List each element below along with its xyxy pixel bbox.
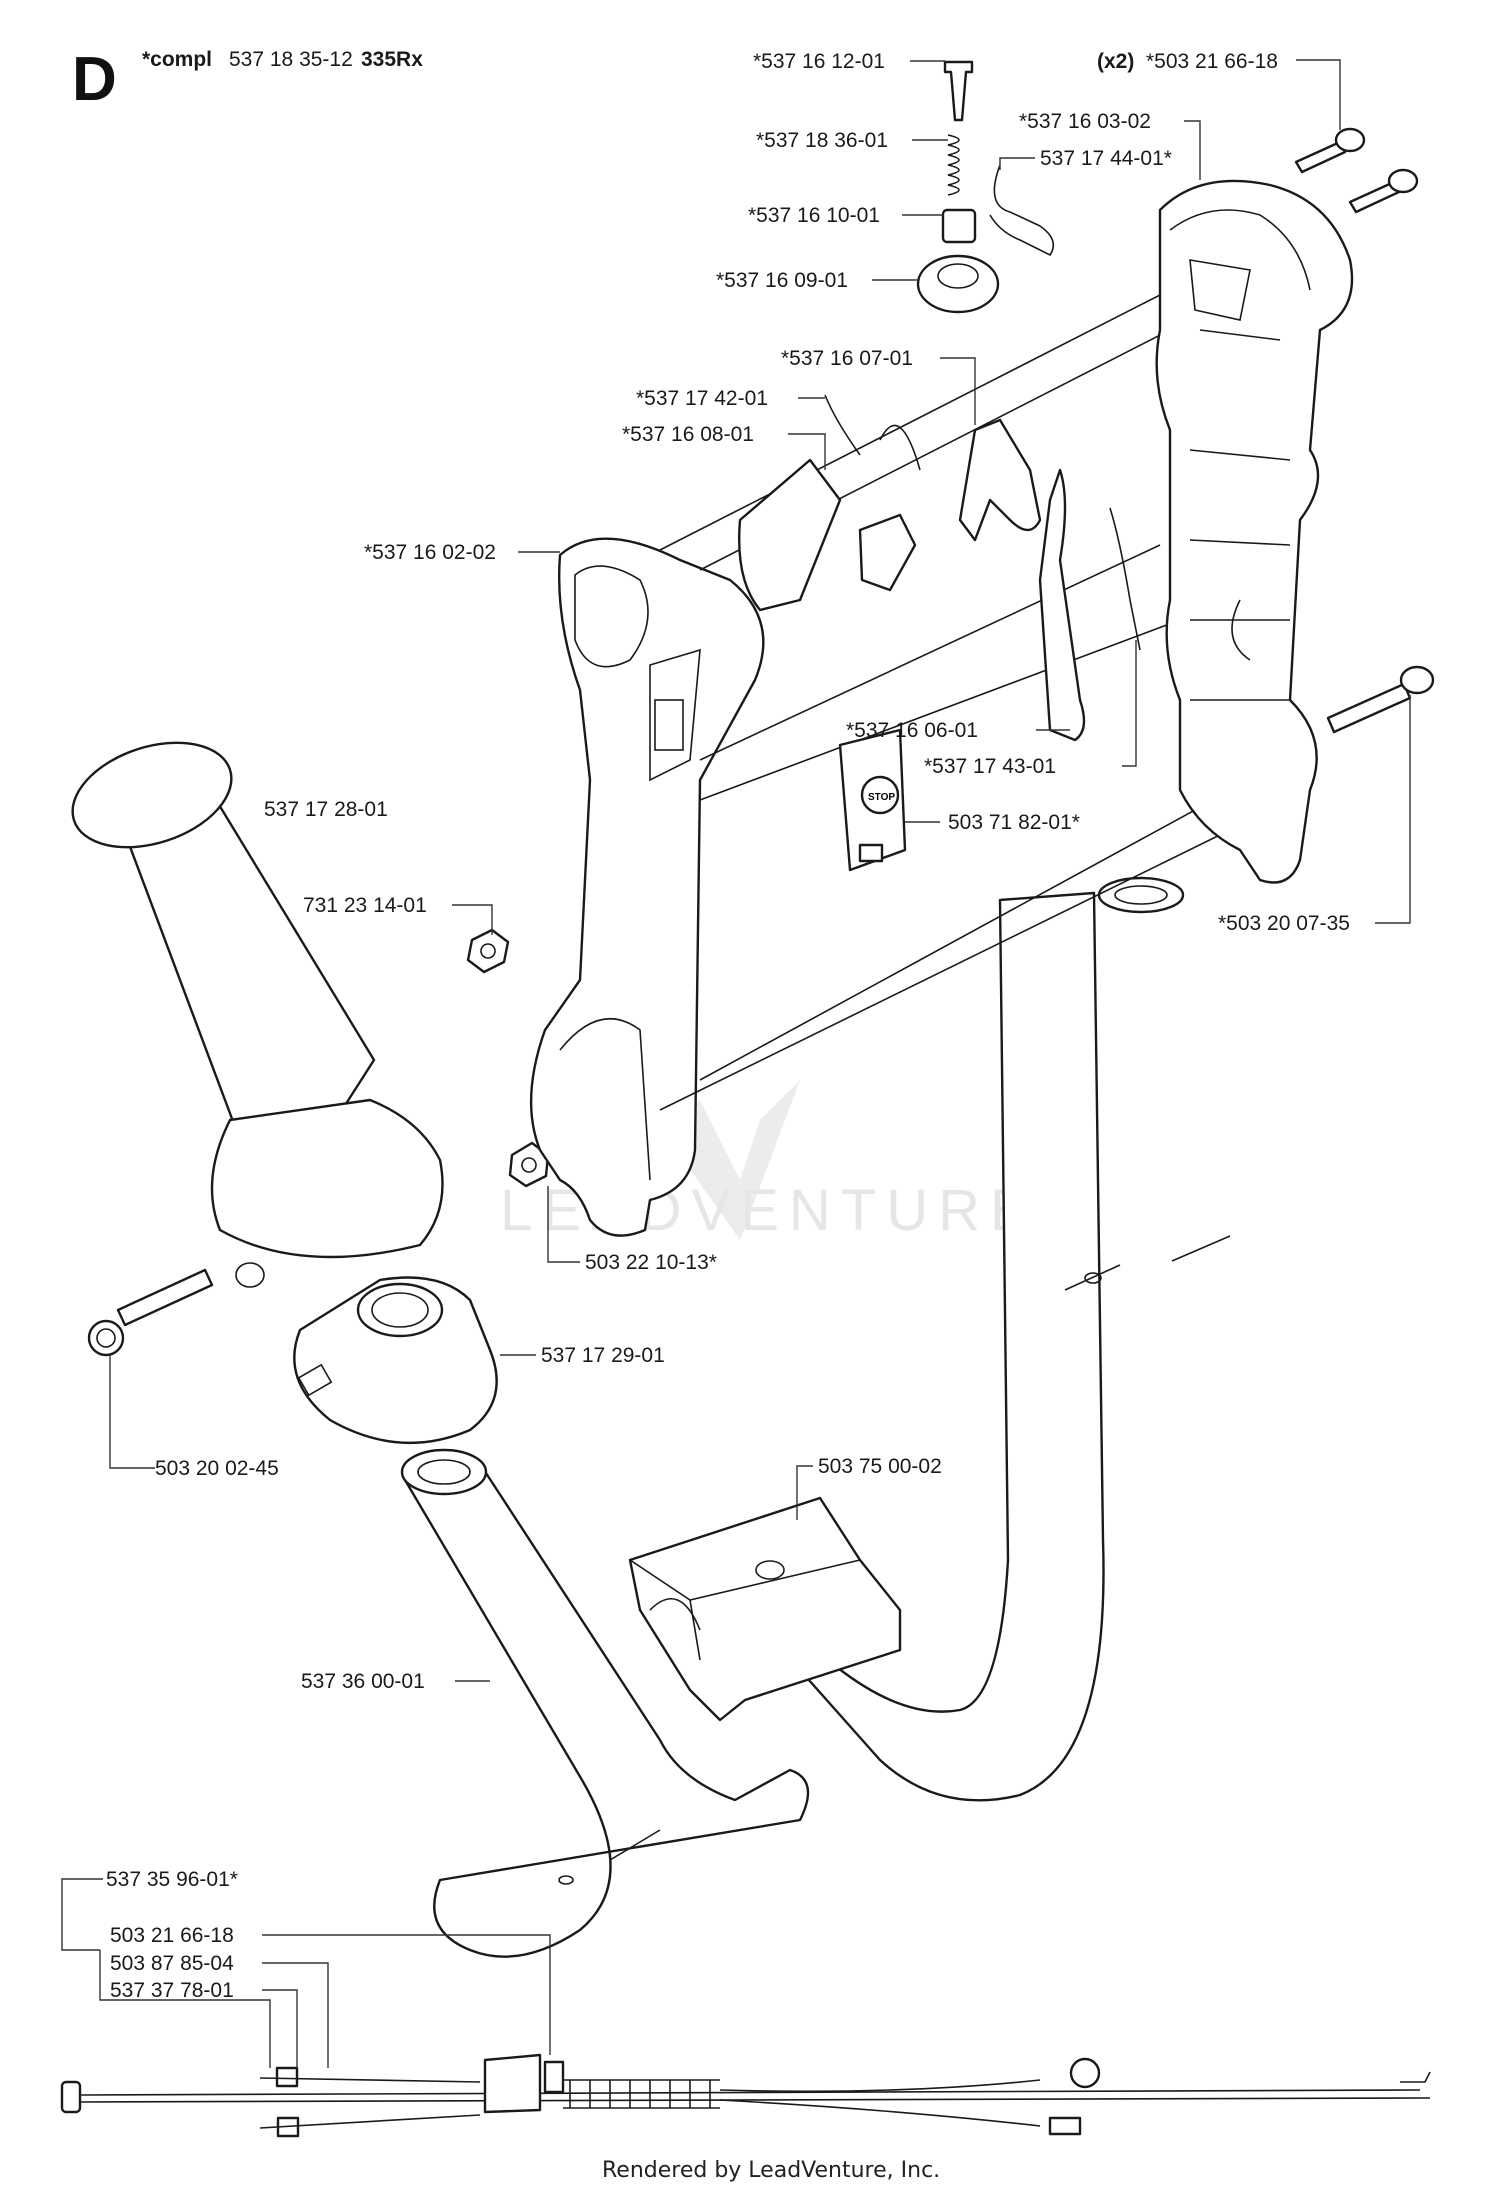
callout-537-17-29-01: 537 17 29-01 [541,1344,665,1367]
assembly-lines [659,294,1251,1111]
callout-537-16-06-01: *537 16 06-01 [846,719,978,742]
callout-537-16-02-02: *537 16 02-02 [364,541,496,564]
callout-537-16-10-01: *537 16 10-01 [748,204,880,227]
callout-503-71-82-01: 503 71 82-01* [948,811,1080,834]
callout-537-37-78-01: 537 37 78-01 [110,1979,234,2002]
callout-503-75-00-02: 503 75 00-02 [818,1455,942,1478]
callout-537-17-44-01: 537 17 44-01* [1040,147,1172,170]
callout-537-16-12-01: *537 16 12-01 [753,50,885,73]
handlebar-tube-left [400,1448,810,1958]
nut-part [466,928,510,974]
callout-503-87-85-04: 503 87 85-04 [110,1952,234,1975]
callout-503-20-02-45: 503 20 02-45 [155,1457,279,1480]
compl-prefix: *compl [142,48,212,71]
callout-503-21-66-18-lower: 503 21 66-18 [110,1924,234,1947]
stop-switch-part: STOP [838,728,907,872]
trigger-parts [738,394,1141,742]
footer-credit: Rendered by LeadVenture, Inc. [602,2158,940,2183]
switch-label: STOP [868,792,895,803]
model-name: 335Rx [361,48,423,71]
callout-537-16-09-01: *537 16 09-01 [716,269,848,292]
compl-number: 537 18 35-12 [229,48,353,71]
callout-qty-x2: (x2) [1097,50,1134,73]
callout-537-17-28-01: 537 17 28-01 [264,798,388,821]
section-letter: D [72,45,117,114]
callout-537-16-08-01: *537 16 08-01 [622,423,754,446]
callout-537-35-96-01: 537 35 96-01* [106,1868,238,1891]
clamp-bar-part [628,1496,902,1722]
callout-537-18-36-01: *537 18 36-01 [756,129,888,152]
clip-part [989,164,1055,257]
grip-handle-part [71,741,444,1288]
callout-537-36-00-01: 537 36 00-01 [301,1670,425,1693]
right-housing-part [1155,179,1354,884]
handle-housing-part [529,537,765,1237]
leader-lines [61,59,1411,2068]
callout-537-16-07-01: *537 16 07-01 [781,347,913,370]
screw-parts [1294,127,1435,734]
cable-assembly-part [60,2053,1431,2138]
handle-clamp-part [293,1276,498,1444]
nut-lower-part [508,1141,550,1188]
callout-537-17-42-01: *537 17 42-01 [636,387,768,410]
callout-537-17-43-01: *537 17 43-01 [924,755,1056,778]
callout-731-23-14-01: 731 23 14-01 [303,894,427,917]
callout-503-22-10-13: 503 22 10-13* [585,1251,717,1274]
callout-503-21-66-18-top: *503 21 66-18 [1146,50,1278,73]
callout-503-20-07-35: *503 20 07-35 [1218,912,1350,935]
callout-537-16-03-02: *537 16 03-02 [1019,110,1151,133]
callout-labels: *537 16 12-01 *537 18 36-01 *537 16 10-0… [106,50,1350,2002]
adjuster-stack [916,60,1000,314]
bolt-part [87,1268,214,1357]
